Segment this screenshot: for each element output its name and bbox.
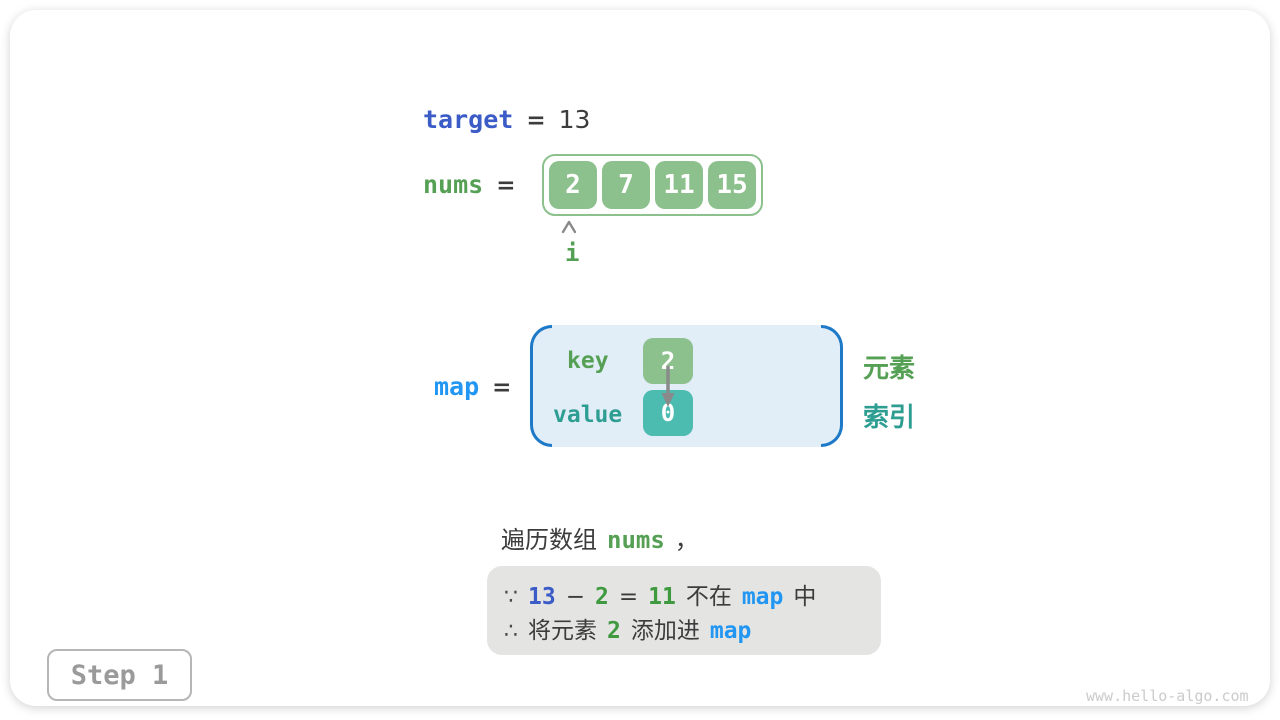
right-bracket-icon xyxy=(821,325,843,447)
caption-code: nums xyxy=(607,526,665,554)
concl-num-2b: 2 xyxy=(607,618,621,644)
concl-num-11: 11 xyxy=(648,584,676,610)
therefore-symbol: ∴ xyxy=(504,619,518,644)
diagram-card: target = 13 nums = 2 7 11 15 i map = key… xyxy=(10,10,1270,706)
target-label: target xyxy=(423,105,514,134)
index-pointer-label: i xyxy=(565,239,580,267)
array-cell-2: 11 xyxy=(655,161,703,209)
map-equals: = xyxy=(492,375,512,401)
concl-text-add-suffix: 添加进 xyxy=(630,618,700,644)
conclusion-line-2: ∴ 将元素 2 添加进 map xyxy=(504,611,881,645)
map-value-label: value xyxy=(553,402,623,428)
concl-text-add-prefix: 将元素 xyxy=(528,618,597,644)
element-label: 元素 xyxy=(863,354,916,384)
equals-sign: = xyxy=(618,584,639,610)
concl-text-notin: 不在 xyxy=(685,584,732,610)
concl-num-13: 13 xyxy=(528,584,556,610)
map-row: map = xyxy=(434,372,511,401)
array-cell-0: 2 xyxy=(549,161,597,209)
minus-sign: − xyxy=(565,584,585,610)
caption: 遍历数组 nums ， xyxy=(501,520,699,555)
watermark: www.hello-algo.com xyxy=(1086,687,1249,705)
caption-prefix: 遍历数组 xyxy=(501,526,597,554)
array-cell-1: 7 xyxy=(602,161,650,209)
step-badge: Step 1 xyxy=(47,649,192,701)
target-row: target = 13 xyxy=(423,105,590,134)
map-label: map xyxy=(434,372,480,401)
because-symbol: ∵ xyxy=(504,585,518,610)
map-key-label: key xyxy=(567,348,609,374)
caret-up-icon xyxy=(560,219,578,238)
target-value: 13 xyxy=(558,105,591,134)
concl-code-map-1: map xyxy=(741,584,784,610)
array-cell-3: 15 xyxy=(708,161,756,209)
arrow-down-icon xyxy=(658,366,678,412)
map-container: key value 2 0 xyxy=(530,325,843,447)
concl-text-in: 中 xyxy=(793,584,817,610)
nums-row: nums = xyxy=(423,170,516,199)
conclusion-line-1: ∵ 13 − 2 = 11 不在 map 中 xyxy=(504,577,881,611)
nums-array: 2 7 11 15 xyxy=(542,154,763,216)
concl-code-map-2: map xyxy=(709,618,752,644)
left-bracket-icon xyxy=(530,325,552,447)
concl-num-2: 2 xyxy=(594,584,609,610)
caption-comma: ， xyxy=(674,526,699,554)
target-equals: = xyxy=(526,108,546,134)
nums-equals: = xyxy=(496,173,516,199)
nums-label: nums xyxy=(423,170,484,199)
index-label: 索引 xyxy=(863,403,916,433)
conclusion-box: ∵ 13 − 2 = 11 不在 map 中 ∴ 将元素 2 添加进 map xyxy=(487,566,881,655)
